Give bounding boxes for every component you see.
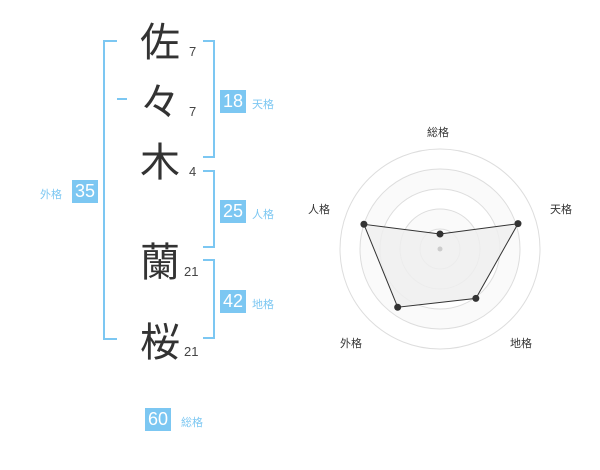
radar-point-3 <box>394 303 402 311</box>
radar-svg <box>339 148 541 350</box>
radar-axis-label-jinkaku: 人格 <box>308 203 330 216</box>
name-char-5: 桜 <box>140 320 180 366</box>
gaikaku-bracket <box>103 40 117 340</box>
gaikaku-bracket-tick <box>117 98 127 100</box>
name-char-2: 々 <box>140 80 180 126</box>
chikaku-bracket <box>203 259 215 339</box>
radar-point-4 <box>360 220 368 228</box>
stroke-count-2: 7 <box>189 104 197 119</box>
gaikaku-label: 外格 <box>40 188 62 201</box>
tenkaku-bracket <box>203 40 215 158</box>
radar-axis-label-gaikaku: 外格 <box>340 337 362 350</box>
radar-center <box>437 246 443 252</box>
radar-axis-label-chikaku: 地格 <box>510 337 532 350</box>
chikaku-label: 地格 <box>252 298 274 311</box>
name-char-3: 木 <box>140 140 180 186</box>
chikaku-badge: 42 <box>220 290 247 313</box>
stroke-count-1: 7 <box>189 44 197 59</box>
radar-point-0 <box>436 230 444 238</box>
radar-axis-label-soukaku: 総格 <box>427 126 449 139</box>
stroke-count-3: 4 <box>189 164 197 179</box>
radar-axis-label-tenkaku: 天格 <box>550 203 572 216</box>
jinkaku-bracket <box>203 170 215 248</box>
radar-point-2 <box>472 294 480 302</box>
jinkaku-badge: 25 <box>220 200 247 223</box>
name-char-4: 蘭 <box>140 240 180 286</box>
radar-point-1 <box>514 220 522 228</box>
soukaku-badge: 60 <box>145 408 172 431</box>
stroke-count-5: 21 <box>184 344 199 359</box>
tenkaku-badge: 18 <box>220 90 247 113</box>
jinkaku-label: 人格 <box>252 208 274 221</box>
name-char-1: 佐 <box>140 20 180 66</box>
soukaku-label: 総格 <box>181 416 203 429</box>
stroke-count-4: 21 <box>184 264 199 279</box>
tenkaku-label: 天格 <box>252 98 274 111</box>
radar-polygon <box>363 223 519 308</box>
gaikaku-badge: 35 <box>72 180 99 203</box>
radar-chart: 総格 天格 地格 外格 人格 <box>308 110 600 370</box>
